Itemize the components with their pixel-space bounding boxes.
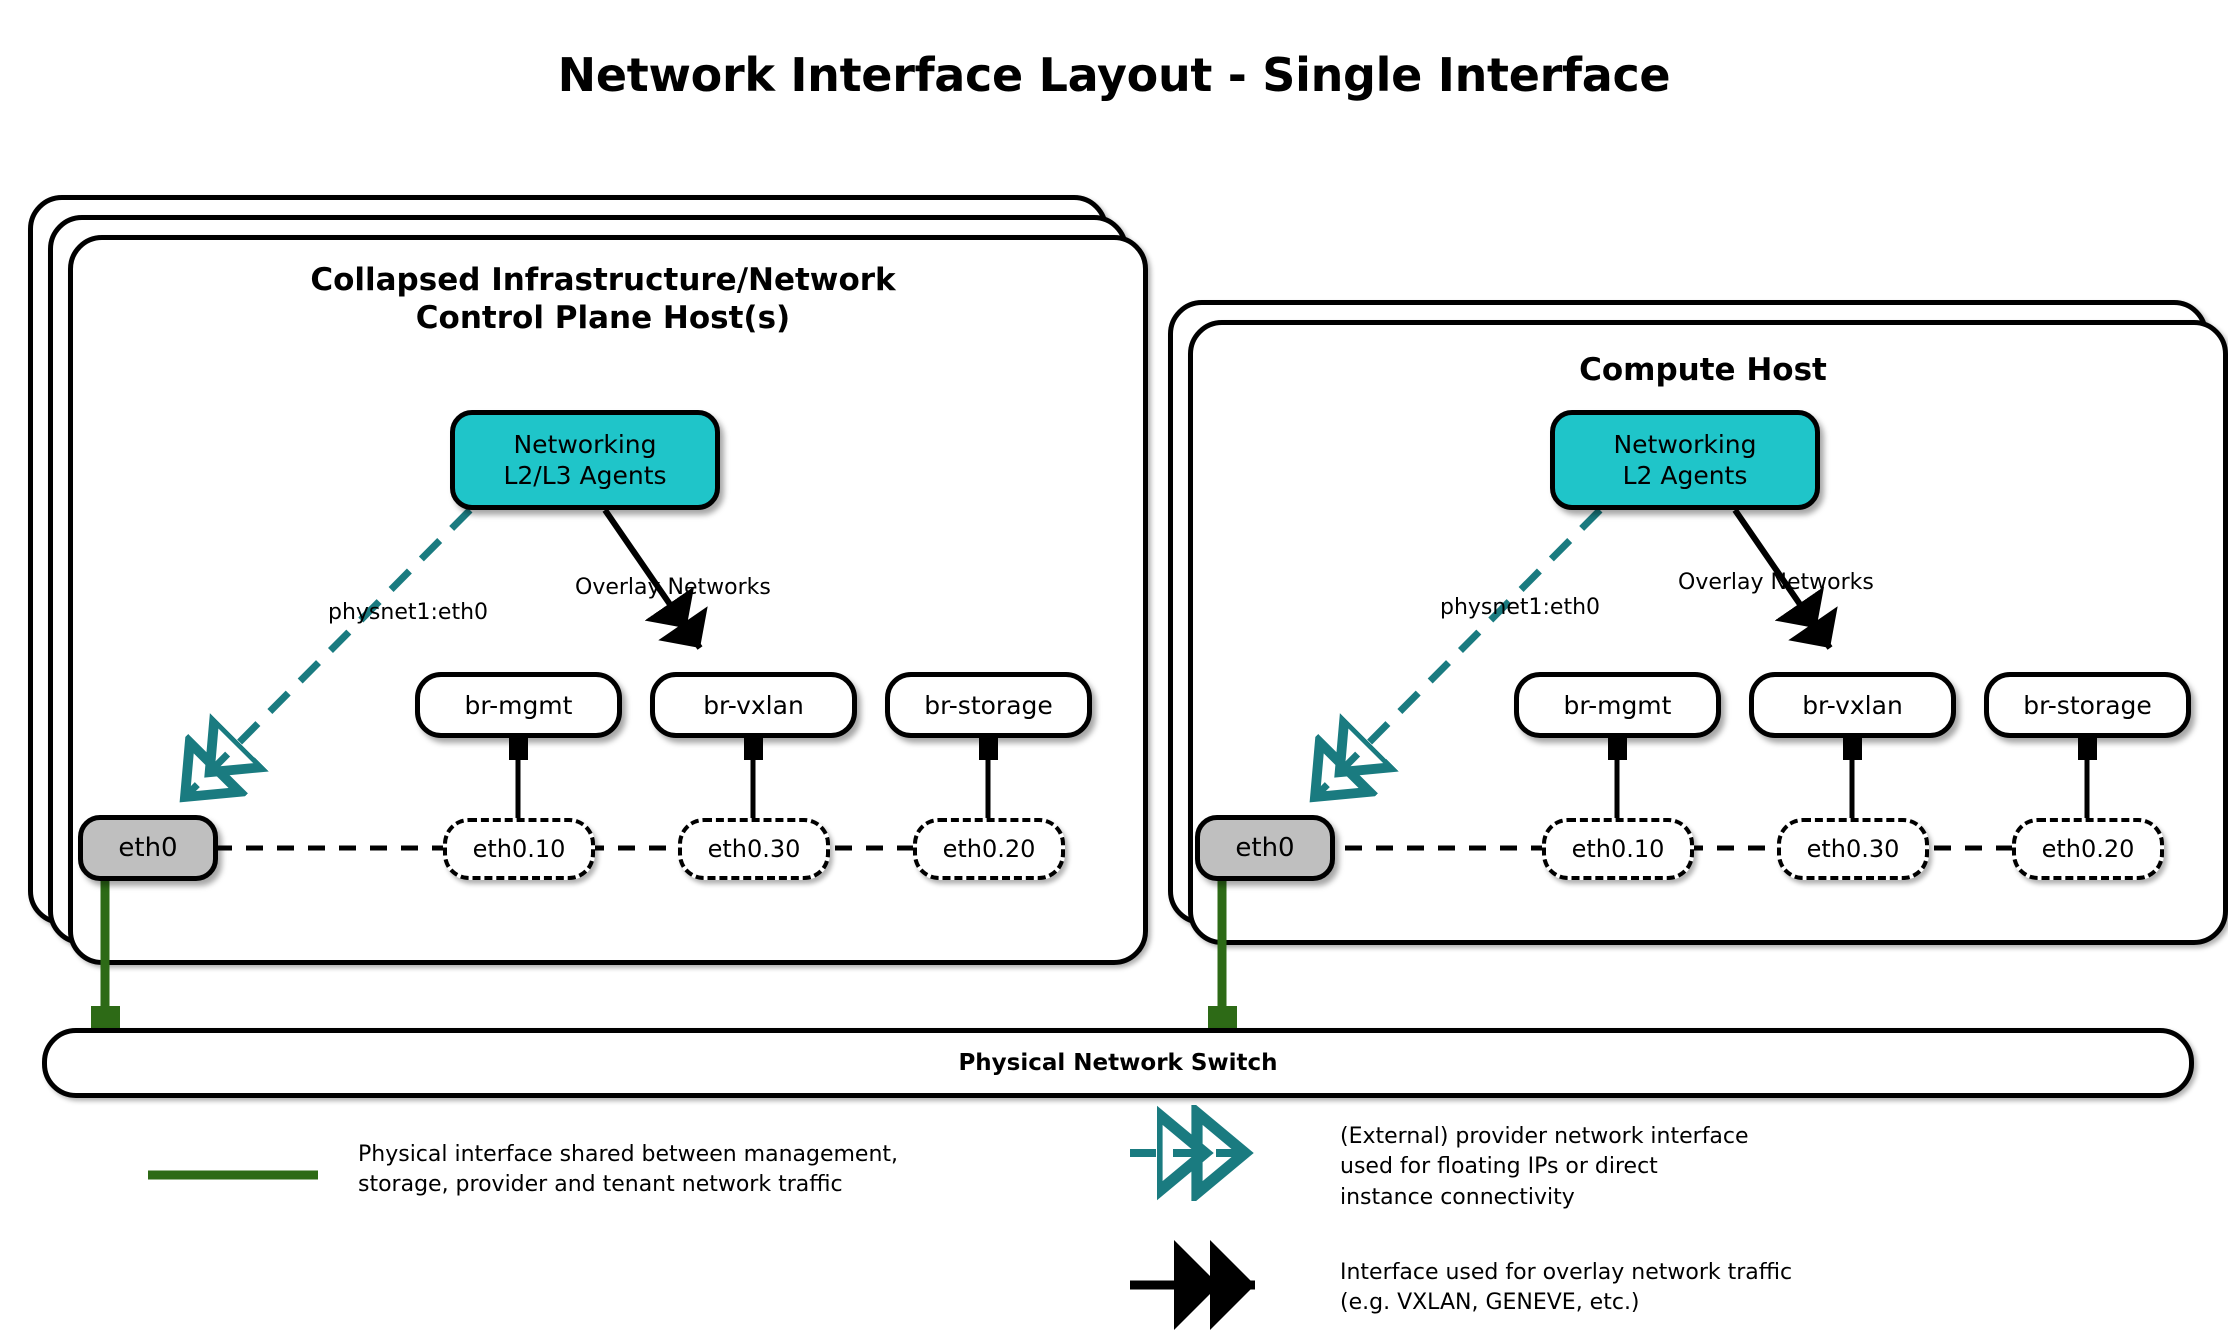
bridge-br-mgmt-compute[interactable]: br-mgmt (1514, 672, 1721, 738)
agent-label-line1: Networking (1613, 429, 1757, 459)
provider-edge-label-control-plane: physnet1:eth0 (328, 600, 489, 625)
vlan-eth0-20-control-plane[interactable]: eth0.20 (913, 818, 1065, 880)
agent-label-line2: L2/L3 Agents (503, 461, 667, 490)
switch-label: Physical Network Switch (958, 1050, 1278, 1076)
provider-edge-label-compute: physnet1:eth0 (1440, 595, 1601, 620)
vlan-eth0-30-compute[interactable]: eth0.30 (1777, 818, 1929, 880)
bridge-br-mgmt-control-plane[interactable]: br-mgmt (415, 672, 622, 738)
host-title-line1: Collapsed Infrastructure/Network (310, 262, 896, 298)
agent-box-compute[interactable]: Networking L2 Agents (1550, 410, 1820, 510)
page-title: Network Interface Layout - Single Interf… (557, 48, 1671, 102)
vlan-eth0-10-compute[interactable]: eth0.10 (1542, 818, 1694, 880)
legend-item-overlay-interface-text: Interface used for overlay network traff… (1340, 1260, 1793, 1316)
bridge-br-storage-control-plane[interactable]: br-storage (885, 672, 1092, 738)
overlay-edge-label-compute: Overlay Networks (1678, 570, 1874, 595)
vlan-eth0-20-compute[interactable]: eth0.20 (2012, 818, 2164, 880)
host-title-compute: Compute Host (1188, 352, 2218, 390)
host-title-line2: Control Plane Host(s) (415, 299, 791, 336)
physical-nic-eth0-compute[interactable]: eth0 (1195, 815, 1335, 881)
host-title-control-plane: Collapsed Infrastructure/Network Control… (68, 262, 1138, 338)
vlan-eth0-10-control-plane[interactable]: eth0.10 (443, 818, 595, 880)
bridge-br-vxlan-control-plane[interactable]: br-vxlan (650, 672, 857, 738)
agent-box-control-plane[interactable]: Networking L2/L3 Agents (450, 410, 720, 510)
overlay-edge-label-control-plane: Overlay Networks (575, 575, 771, 600)
vlan-eth0-30-control-plane[interactable]: eth0.30 (678, 818, 830, 880)
bridge-br-vxlan-compute[interactable]: br-vxlan (1749, 672, 1956, 738)
agent-label-line2: L2 Agents (1622, 461, 1748, 490)
legend-item-physical-interface-text: Physical interface shared between manage… (358, 1142, 899, 1198)
legend-item-provider-interface-text: (External) provider network interface us… (1340, 1124, 1749, 1210)
physical-nic-eth0-control-plane[interactable]: eth0 (78, 815, 218, 881)
agent-label-line1: Networking (513, 429, 657, 459)
host-title-line1: Compute Host (1579, 352, 1827, 388)
bridge-br-storage-compute[interactable]: br-storage (1984, 672, 2191, 738)
physical-network-switch[interactable]: Physical Network Switch (42, 1028, 2194, 1098)
